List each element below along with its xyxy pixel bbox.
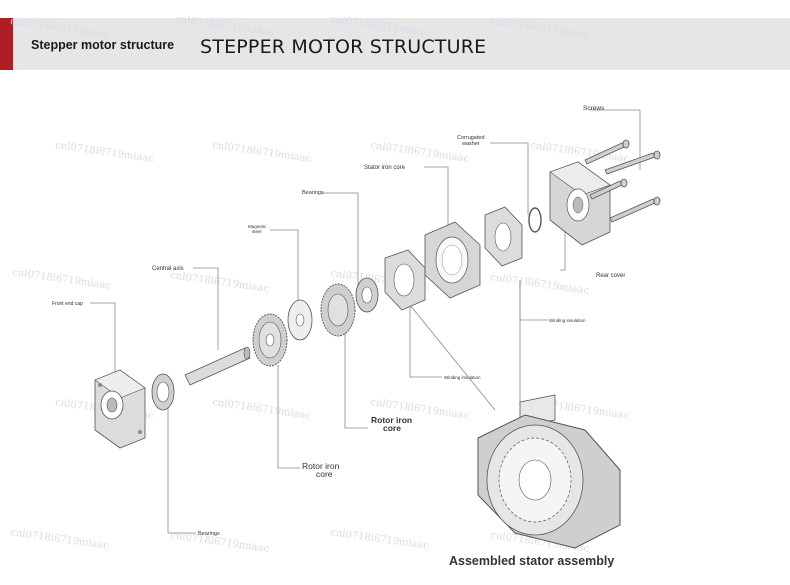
- label-winding-insulation-right: Winding insulation: [549, 318, 586, 323]
- central-axis: [184, 346, 251, 386]
- watermark-text: cnl0718l6719miaac: [370, 140, 470, 165]
- label-corrugated-washer-1: Corrugated: [457, 135, 485, 141]
- rear-bearing: [355, 277, 379, 313]
- label-front-end-cap: Front end cap: [52, 301, 83, 307]
- header-bar: [0, 18, 790, 70]
- watermark-text: cnl0718l6719miaac: [330, 527, 430, 552]
- watermark-text: cnl0718l6719miaac: [212, 140, 312, 165]
- screws: [584, 139, 661, 223]
- label-bearings-top: Bearings: [302, 190, 324, 196]
- label-rear-cover: Rear cover: [596, 273, 625, 279]
- label-central-axis: Central axis: [152, 266, 184, 272]
- watermark-text: cnl0718l6719miaac: [530, 140, 630, 165]
- page-title: STEPPER MOTOR STRUCTURE: [200, 36, 487, 58]
- leader-lines: [90, 109, 641, 534]
- watermark-text: cnl0718l6719miaac: [10, 16, 110, 41]
- part-labels: Screws Corrugated washer Stator iron cor…: [52, 105, 625, 568]
- watermark-text: cnl0718l6719miaac: [55, 140, 155, 165]
- magnetic-steel-disc: [287, 299, 313, 341]
- watermark-text: cnl0718l6719miaac: [10, 527, 110, 552]
- label-rotor-iron-core-left-1: Rotor iron: [302, 461, 340, 471]
- label-corrugated-washer-2: washer: [461, 141, 480, 147]
- watermark-text: cnl0718l6719miaac: [490, 16, 590, 41]
- winding-insulation-right: [484, 206, 523, 267]
- header-accent-bar: [0, 18, 13, 70]
- stator-iron-core: [424, 221, 481, 299]
- assembled-stator-assembly: [477, 394, 621, 549]
- watermark-text: cnl0718l6719miaac: [170, 270, 270, 295]
- corrugated-washer: [528, 207, 542, 233]
- rotor-iron-core-right: [320, 283, 356, 337]
- watermark-text: cnl0718l6719miaac: [175, 14, 275, 39]
- label-rotor-iron-core-right-2: core: [383, 423, 401, 433]
- label-stator-iron-core: Stator iron core: [364, 165, 406, 171]
- label-rotor-iron-core-right-1: Rotor iron: [371, 415, 412, 425]
- label-rotor-iron-core-left-2: core: [316, 469, 333, 479]
- label-magnetic-steel-2: steel: [252, 229, 262, 234]
- watermark-text: cnl0718l6719miaac: [330, 14, 430, 39]
- front-end-cap: [94, 369, 146, 449]
- label-screws: Screws: [583, 105, 605, 112]
- watermark-text: cnl0718l6719miaac: [170, 530, 270, 555]
- winding-insulation-mid: [384, 249, 426, 311]
- label-assembled-stator: Assembled stator assembly: [449, 554, 614, 568]
- watermark-text: cnl0718l6719miaac: [212, 397, 312, 422]
- section-title: Stepper motor structure: [31, 38, 175, 52]
- rear-cover: [549, 161, 611, 246]
- label-winding-insulation-mid: Winding insulation: [444, 375, 481, 380]
- watermark-text: cnl0718l6719miaac: [490, 272, 590, 297]
- label-magnetic-steel-1: Magnetic: [248, 224, 267, 229]
- front-bearing: [151, 373, 175, 411]
- rotor-iron-core-left: [252, 313, 288, 367]
- label-bearings-bottom: Bearings: [198, 531, 220, 537]
- watermark-text: cnl0718l6719miaac: [12, 267, 112, 292]
